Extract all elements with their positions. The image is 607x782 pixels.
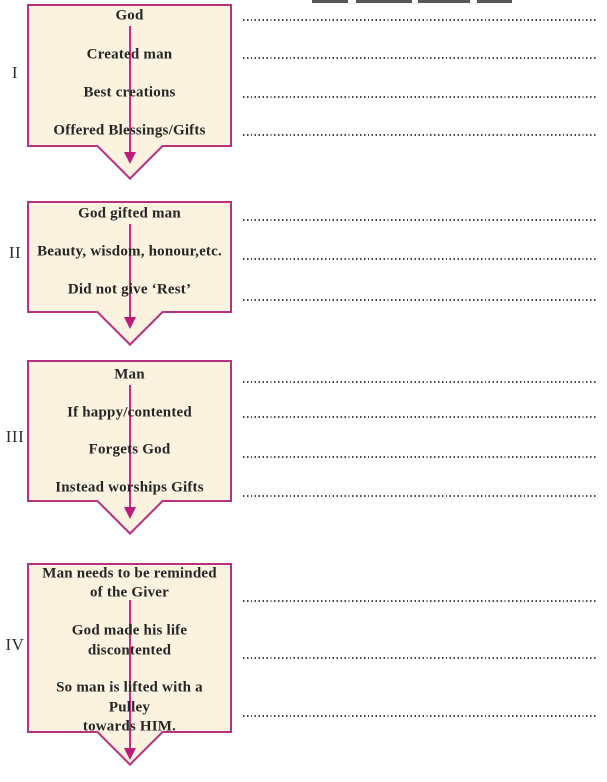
flow-line-text: Did not give ‘Rest’ (67, 281, 192, 298)
flow-line-text: If happy/contented (67, 404, 192, 421)
down-arrow-shaft (128, 385, 131, 510)
cropped-text-fragment (418, 0, 470, 3)
flow-line-text: God made his life (71, 622, 188, 639)
dotted-writing-line (243, 600, 598, 602)
down-arrow-shaft (128, 26, 131, 155)
dotted-writing-line (243, 258, 598, 260)
dotted-writing-line (243, 657, 598, 659)
down-arrow-head-icon (123, 748, 136, 760)
flow-line-text: Instead worships Gifts (55, 479, 204, 496)
dotted-writing-line (243, 219, 598, 221)
dotted-writing-line (243, 495, 598, 497)
flow-line-text: So man is lifted with a (56, 679, 203, 696)
down-arrow-head-icon (123, 152, 136, 164)
flow-line-text: of the Giver (89, 584, 170, 601)
down-arrow-head-icon (123, 317, 136, 329)
section-numeral: II (8, 243, 22, 262)
dotted-writing-line (243, 19, 598, 21)
cropped-text-fragment (477, 0, 512, 3)
dotted-writing-line (243, 57, 598, 59)
dotted-writing-line (243, 456, 598, 458)
dotted-writing-line (243, 381, 598, 383)
flow-line-text: God (115, 7, 144, 24)
flow-line-text: towards HIM. (82, 718, 177, 735)
down-arrow-shaft (128, 224, 131, 320)
dotted-writing-line (243, 715, 598, 717)
dotted-writing-line (243, 134, 598, 136)
flow-line-text: Forgets God (88, 441, 171, 458)
flow-line-text: God gifted man (78, 205, 181, 222)
dotted-writing-line (243, 96, 598, 98)
down-arrow-shaft (128, 600, 131, 751)
cropped-text-fragment (312, 0, 348, 3)
dotted-writing-line (243, 299, 598, 301)
flow-line-text: Man needs to be reminded (42, 565, 217, 582)
flow-line-text: Man (114, 366, 145, 383)
flow-line-text: Pulley (108, 699, 151, 716)
flow-line-text: discontented (87, 642, 172, 659)
section-numeral: III (5, 427, 25, 446)
section-numeral: IV (5, 635, 25, 654)
down-arrow-head-icon (123, 507, 136, 519)
section-numeral: I (11, 63, 19, 82)
dotted-writing-line (243, 416, 598, 418)
flow-line-text: Created man (86, 46, 173, 63)
flow-line-text: Beauty, wisdom, honour,etc. (37, 243, 222, 260)
cropped-text-fragment (356, 0, 412, 3)
flow-line-text: Best creations (83, 84, 176, 101)
flow-line-text: Offered Blessings/Gifts (53, 122, 206, 139)
